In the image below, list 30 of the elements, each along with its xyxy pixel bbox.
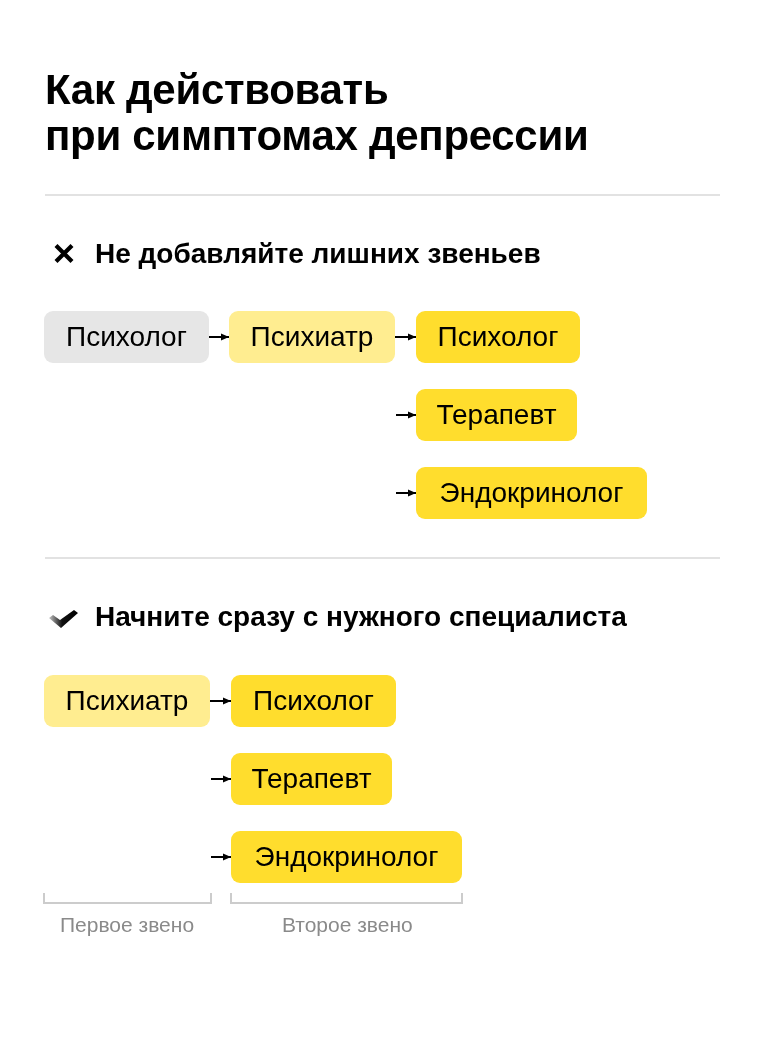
specialist-box: [231, 831, 462, 883]
specialist-box: [44, 311, 209, 363]
box-label: Терапевт: [251, 762, 372, 796]
box-label: Психолог: [66, 320, 187, 354]
bracket-caption: Первое звено: [60, 913, 195, 937]
box-label: Терапевт: [436, 398, 557, 432]
specialist-box: [229, 311, 395, 363]
box-label: Психолог: [253, 684, 374, 718]
box-label: Эндокринолог: [439, 476, 624, 510]
specialist-box: [416, 389, 577, 441]
arrow: [210, 853, 232, 861]
box-label: Психолог: [437, 320, 559, 354]
bracket-caption: Второе звено: [282, 913, 413, 937]
arrow: [395, 489, 417, 497]
arrow: [394, 333, 417, 341]
specialist-box: [44, 675, 210, 727]
section-heading: Не добавляйте лишних звеньев: [95, 237, 541, 271]
specialist-box: [416, 311, 580, 363]
section-heading: Начните сразу с нужного специалиста: [95, 600, 627, 634]
specialist-box: [231, 753, 392, 805]
arrow: [395, 411, 417, 419]
box-label: Психиатр: [65, 684, 189, 718]
arrow: [208, 333, 230, 341]
box-label: Психиатр: [250, 320, 374, 354]
box-label: Эндокринолог: [254, 840, 439, 874]
specialist-box: [231, 675, 396, 727]
title: Как действовать при симптомах депрессии: [45, 67, 589, 159]
specialist-box: [416, 467, 647, 519]
arrow: [209, 697, 232, 705]
arrow: [210, 775, 232, 783]
